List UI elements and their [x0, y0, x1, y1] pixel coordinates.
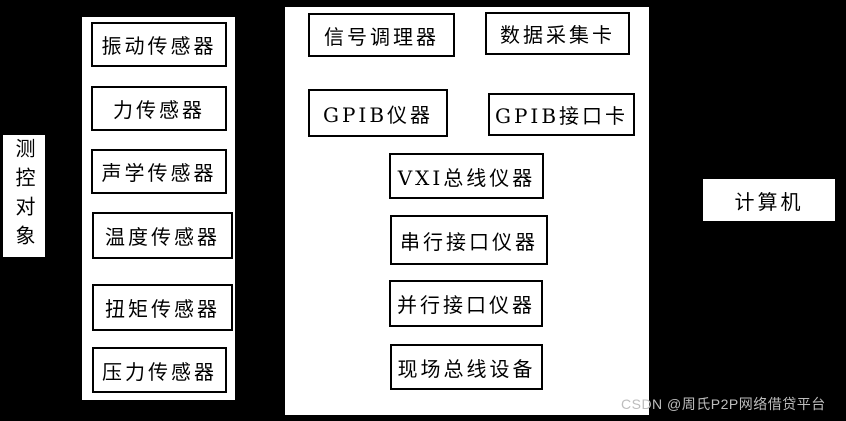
sensor-box-torque: 扭矩传感器 — [92, 284, 233, 331]
instrument-box-serial-interface-instrument: 串行接口仪器 — [390, 215, 548, 265]
instrument-box-parallel-interface-instrument: 并行接口仪器 — [389, 280, 543, 327]
computer-box: 计算机 — [701, 177, 837, 223]
instrument-box-gpib-instrument: GPIB仪器 — [308, 89, 448, 137]
csdn-watermark: CSDN @周氏P2P网络借贷平台 — [621, 396, 826, 412]
instrument-box-vxi-bus-instrument: VXI总线仪器 — [389, 153, 544, 199]
instrument-box-daq-card: 数据采集卡 — [485, 12, 630, 55]
sensor-box-temperature: 温度传感器 — [92, 212, 233, 259]
instrument-box-fieldbus-device: 现场总线设备 — [390, 344, 543, 390]
measured-object-label: 测控对象 — [12, 138, 36, 254]
sensor-box-vibration: 振动传感器 — [91, 22, 227, 67]
instrument-box-gpib-interface-card: GPIB接口卡 — [488, 93, 635, 136]
measured-object-box: 测控对象 — [3, 135, 45, 257]
sensor-box-pressure: 压力传感器 — [92, 347, 227, 393]
sensor-box-force: 力传感器 — [91, 86, 227, 131]
sensor-box-acoustic: 声学传感器 — [91, 149, 227, 194]
instrument-box-signal-conditioner: 信号调理器 — [308, 13, 455, 57]
sensor-group-frame — [80, 15, 237, 402]
